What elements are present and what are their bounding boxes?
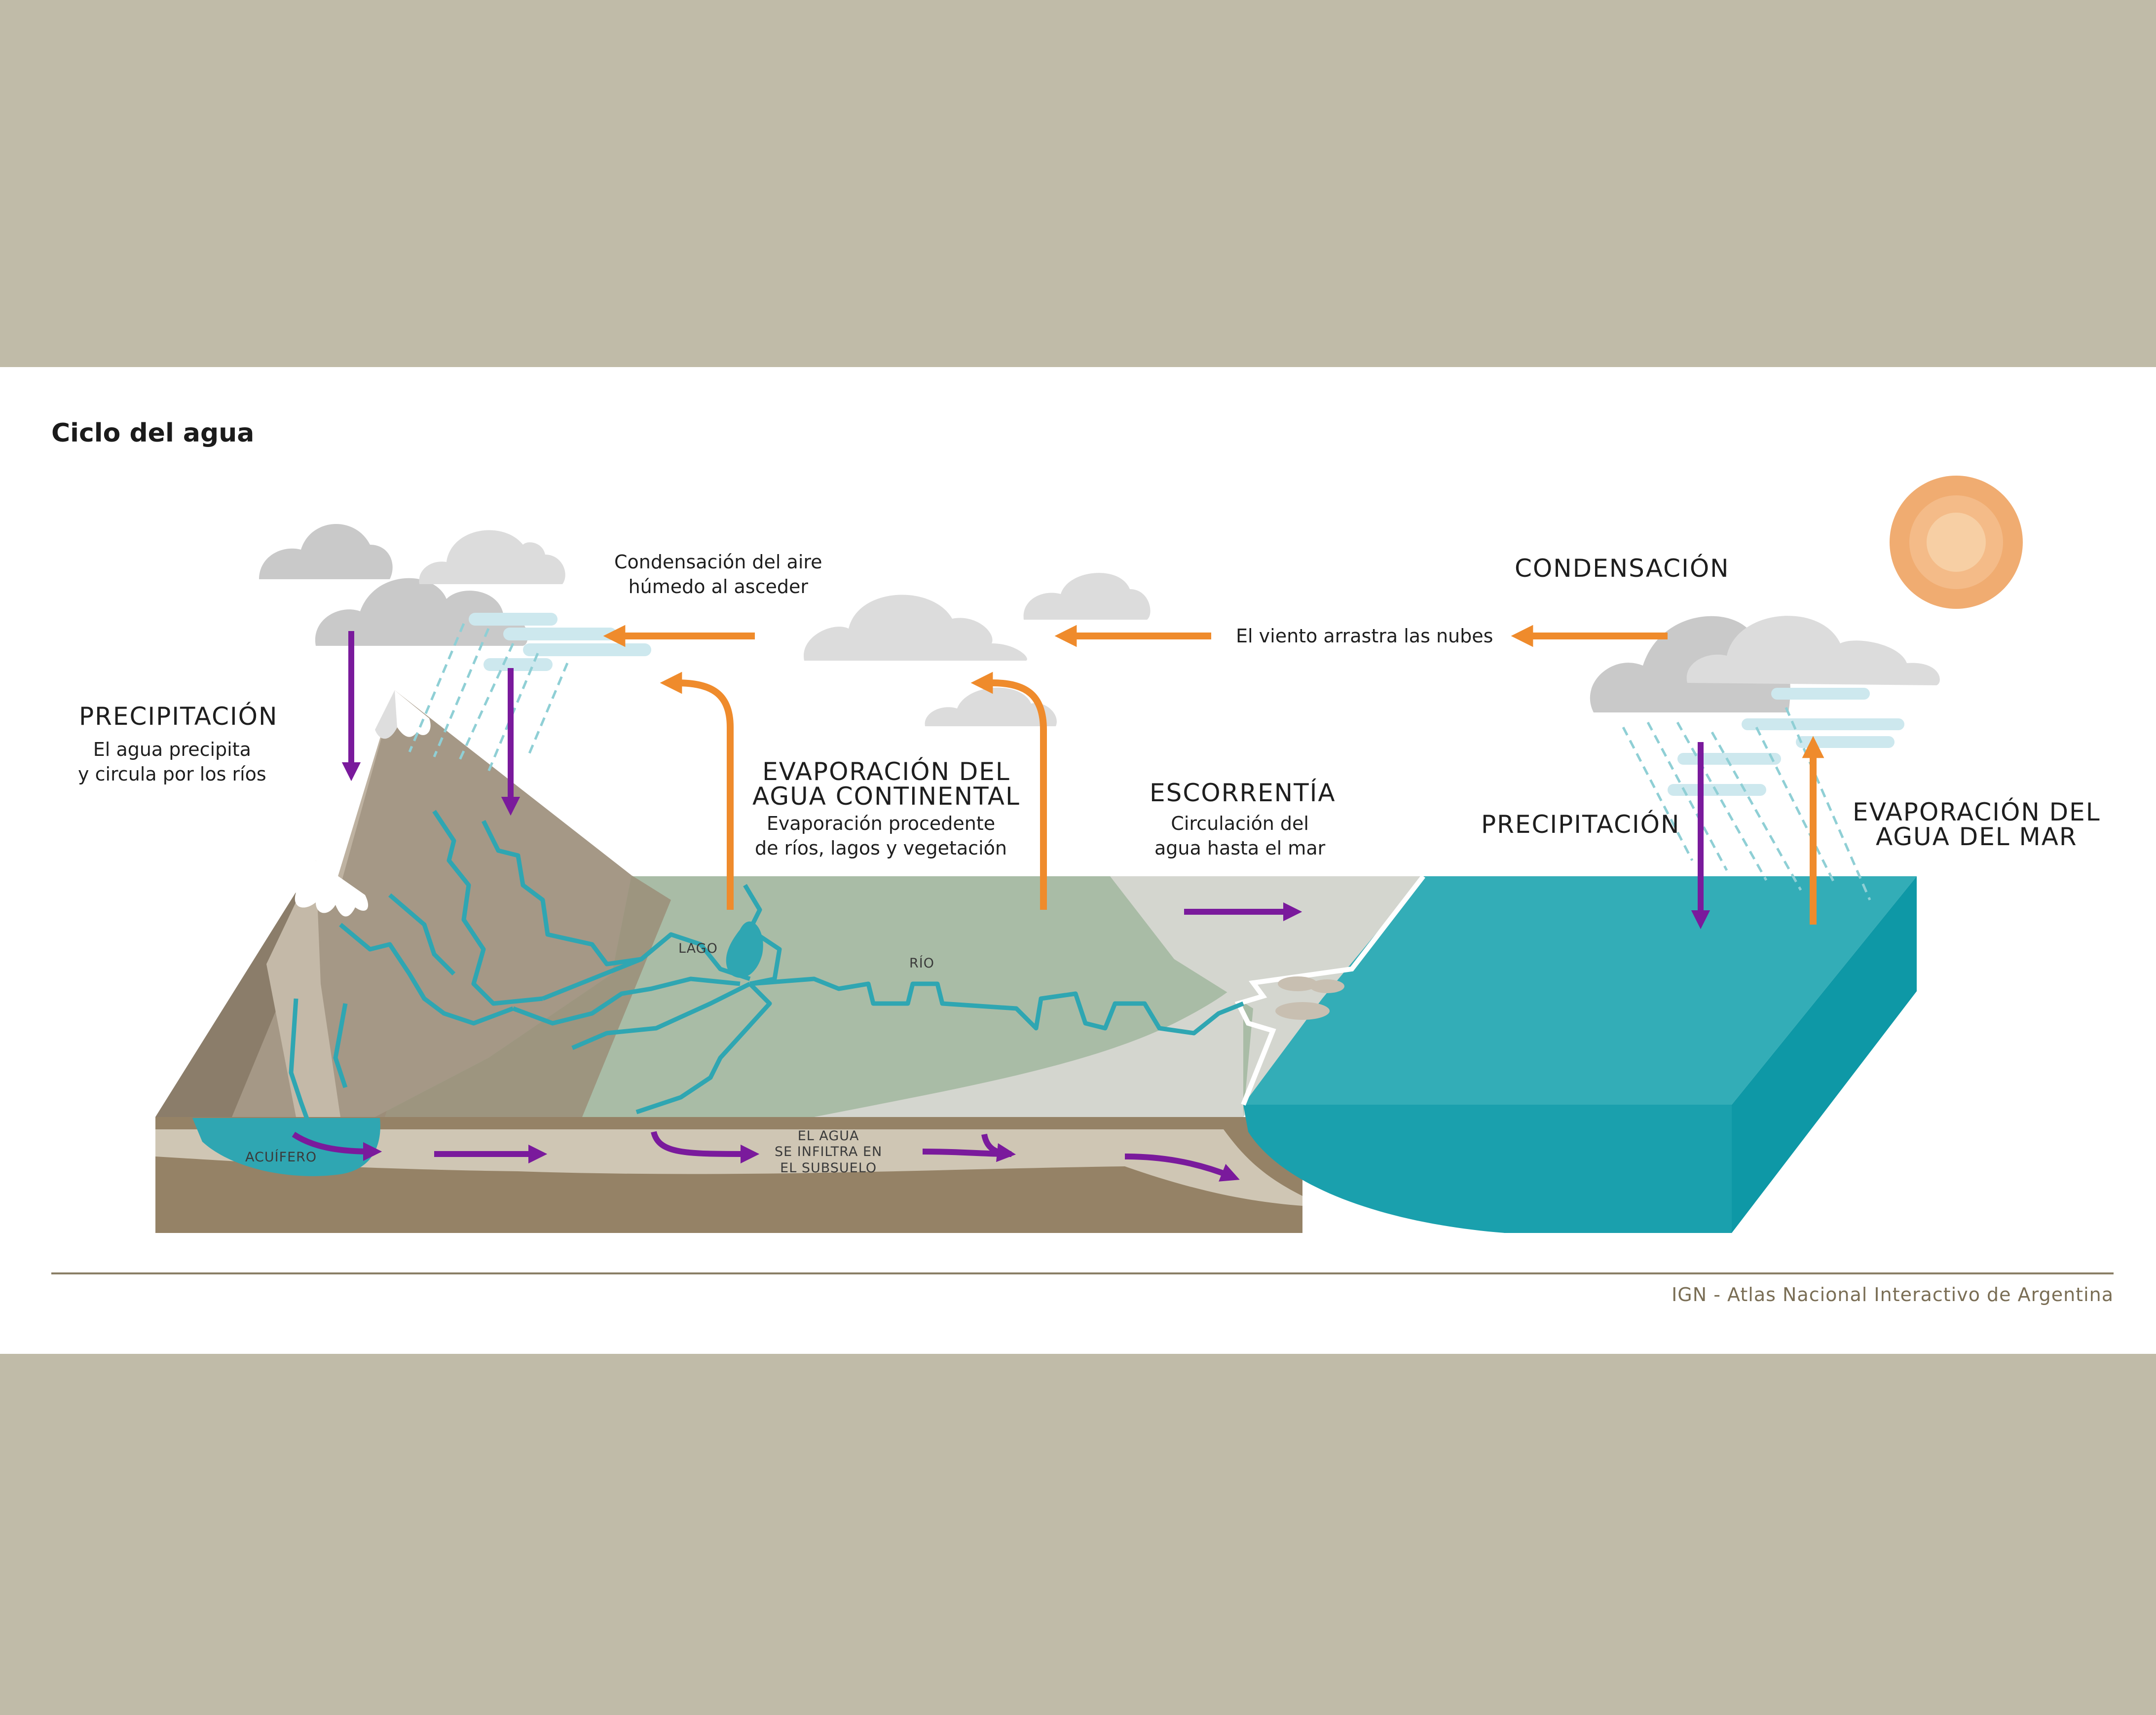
rio-label: RÍO [909, 956, 934, 971]
sea-surface [1243, 876, 1917, 1105]
coastal-plain-lower [814, 979, 1243, 1117]
credit-line: IGN - Atlas Nacional Interactivo de Arge… [1672, 1284, 2114, 1305]
sun-icon [1890, 476, 2023, 609]
river-icon [289, 810, 1244, 1130]
page-title: Ciclo del agua [51, 418, 255, 448]
lago-label: LAGO [678, 941, 718, 956]
evaporacion-continental-text: Evaporación procedente de ríos, lagos y … [755, 813, 1007, 859]
sea-front-face [1243, 1105, 1732, 1233]
mountain-icon [155, 690, 671, 1117]
precipitacion-left-heading: PRECIPITACIÓN [79, 702, 278, 731]
escorrentia-heading: ESCORRENTÍA [1150, 779, 1336, 807]
precipitacion-left-text: El agua precipita y circula por los ríos [78, 739, 266, 785]
precipitacion-right-heading: PRECIPITACIÓN [1481, 810, 1680, 839]
lake-icon [726, 921, 763, 978]
viento-text: El viento arrastra las nubes [1236, 625, 1493, 647]
evaporacion-mar-heading: EVAPORACIÓN DEL AGUA DEL MAR [1853, 798, 2101, 851]
water-cycle-diagram [155, 476, 2023, 1233]
condensacion-heading: CONDENSACIÓN [1515, 554, 1730, 583]
evaporacion-continental-heading: EVAPORACIÓN DEL AGUA CONTINENTAL [752, 757, 1020, 811]
diagram-card: Ciclo del agua PRECIPITACIÓN El agua pre… [0, 367, 2156, 1354]
sea-icon [1234, 874, 1917, 1233]
aquifer-icon [192, 1118, 380, 1176]
acuifero-label: ACUÍFERO [245, 1150, 317, 1165]
flow-arrows [292, 631, 1710, 1182]
footer-divider [51, 1272, 2114, 1274]
rain-icon [408, 623, 1871, 900]
cloud-icon [259, 523, 1940, 796]
condensacion-aire-text: Condensación del aire húmedo al asceder [614, 551, 822, 598]
arrow-icon [603, 625, 1824, 925]
infiltra-label: EL AGUA SE INFILTRA EN EL SUBSUELO [775, 1128, 883, 1176]
sea-side-face [1732, 876, 1917, 1233]
coastal-plain [1110, 876, 1426, 1117]
escorrentia-text: Circulación del agua hasta el mar [1154, 813, 1326, 859]
